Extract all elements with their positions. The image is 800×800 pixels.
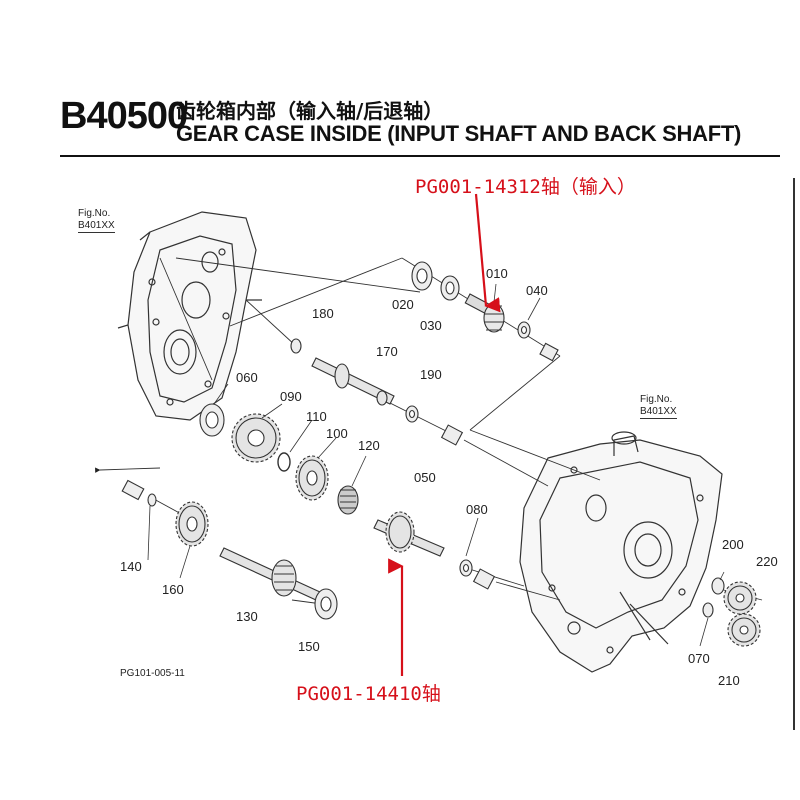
fig-ref-left-label: Fig.No. — [78, 208, 111, 219]
washer-180 — [290, 338, 302, 354]
part-leader-ticks — [147, 283, 725, 647]
part-label-110: 110 — [306, 409, 327, 424]
part-label-120: 120 — [358, 438, 380, 453]
part-label-140: 140 — [120, 559, 142, 574]
gear-160 — [175, 501, 209, 547]
right-border — [793, 178, 795, 730]
needle-bearing-120 — [337, 485, 359, 515]
washer-070 — [702, 602, 714, 618]
part-label-030: 030 — [420, 318, 442, 333]
part-label-040: 040 — [526, 283, 548, 298]
input-shaft-annotation: PG001-14312轴（输入） — [415, 176, 636, 198]
part-label-010: 010 — [486, 266, 508, 281]
shaft-050 — [373, 511, 445, 557]
splined-shaft-130 — [219, 547, 321, 601]
collar — [539, 342, 559, 362]
washer-190 — [405, 405, 419, 423]
fig-ref-right-code: B401XX — [640, 406, 677, 419]
gear-100 — [295, 455, 329, 501]
fig-ref-right-label: Fig.No. — [640, 394, 673, 405]
part-label-130: 130 — [236, 609, 258, 624]
fig-ref-left: Fig.No. B401XX — [78, 208, 115, 233]
fig-ref-left-code: B401XX — [78, 220, 115, 233]
part-label-190: 190 — [420, 367, 442, 382]
section-code: B40500 — [60, 95, 188, 137]
part-label-020: 020 — [392, 297, 414, 312]
left-gear-case-housing — [117, 211, 262, 421]
part-label-210: 210 — [718, 673, 740, 688]
collar-3 — [472, 568, 496, 590]
back-shaft-annotation: PG001-14410轴 — [296, 683, 441, 705]
bearing-020 — [411, 261, 433, 291]
sprocket-220 — [723, 581, 757, 615]
part-label-070: 070 — [688, 651, 710, 666]
part-label-160: 160 — [162, 582, 184, 597]
gear-090 — [231, 413, 281, 463]
header-divider — [60, 155, 780, 157]
part-label-200: 200 — [722, 537, 744, 552]
washer-040 — [517, 321, 531, 339]
part-label-090: 090 — [280, 389, 302, 404]
fig-ref-right: Fig.No. B401XX — [640, 394, 677, 419]
washer-080 — [459, 559, 473, 577]
part-label-080: 080 — [466, 502, 488, 517]
seal-030 — [440, 275, 460, 301]
title-english: GEAR CASE INSIDE (INPUT SHAFT AND BACK S… — [176, 121, 742, 146]
sprocket-210 — [727, 613, 761, 647]
part-label-060: 060 — [236, 370, 258, 385]
bushing-140 — [121, 479, 157, 507]
bearing-060 — [199, 403, 225, 437]
part-label-100: 100 — [326, 426, 348, 441]
part-label-180: 180 — [312, 306, 334, 321]
part-label-170: 170 — [376, 344, 398, 359]
right-gear-case-housing — [519, 431, 723, 673]
collar-2 — [440, 424, 464, 446]
part-label-150: 150 — [298, 639, 320, 654]
document-code: PG101-005-11 — [120, 668, 185, 679]
back-shaft-170 — [311, 357, 395, 406]
part-label-220: 220 — [756, 554, 778, 569]
part-label-050: 050 — [414, 470, 436, 485]
washer-200 — [711, 577, 725, 595]
input-shaft-pointer-arrow — [474, 193, 501, 313]
title-chinese: 齿轮箱内部（输入轴/后退轴） — [176, 99, 444, 123]
bearing-150 — [314, 588, 338, 620]
snap-ring-110 — [277, 452, 291, 472]
